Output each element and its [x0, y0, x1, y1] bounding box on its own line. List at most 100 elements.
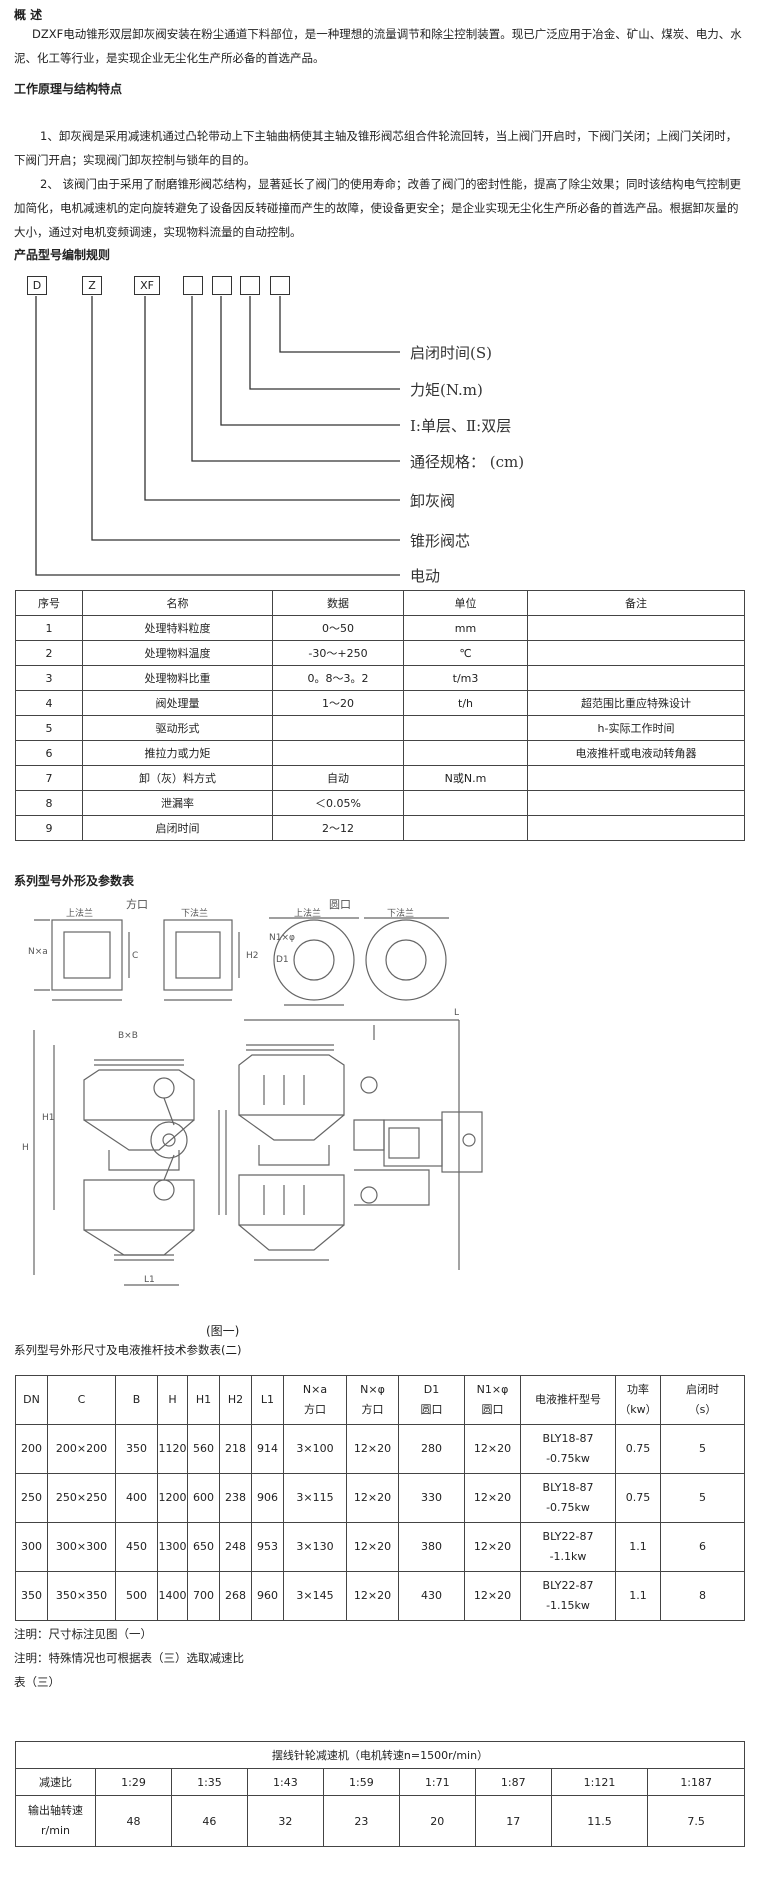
cell-text: -1.1kw — [549, 1550, 587, 1563]
ratio-cell: 1:87 — [474, 1768, 552, 1796]
speed-cell: 20 — [398, 1795, 476, 1847]
code-box-3 — [240, 276, 260, 295]
table-cell: 启闭时间 — [82, 815, 273, 841]
header-cell: 数据 — [272, 590, 404, 616]
table-cell — [272, 715, 404, 741]
table-cell: 1.1 — [615, 1571, 661, 1621]
table-cell: 2 — [15, 640, 83, 666]
table-cell — [403, 790, 528, 816]
table-cell: 12×20 — [464, 1424, 521, 1474]
table-cell: 6 — [15, 740, 83, 766]
speed-cell: 11.5 — [550, 1795, 649, 1847]
table-cell: 600 — [187, 1473, 220, 1523]
table-cell: h-实际工作时间 — [527, 715, 745, 741]
table-cell: 12×20 — [346, 1571, 399, 1621]
table-cell: BLY18-87-0.75kw — [520, 1424, 616, 1474]
cell-text: BLY18-87 — [542, 1481, 594, 1494]
table-cell: 3 — [15, 665, 83, 691]
cell-text: BLY22-87 — [542, 1579, 594, 1592]
table-cell: 8 — [15, 790, 83, 816]
code-label-discharge-valve: 卸灰阀 — [410, 492, 456, 510]
code-label-time: 启闭时间(S) — [410, 344, 492, 362]
code-label-electric: 电动 — [410, 567, 441, 585]
header-text: （s） — [688, 1403, 717, 1416]
table-cell: ＜0.05% — [272, 790, 404, 816]
model-code-heading: 产品型号编制规则 — [14, 248, 111, 262]
header-text: 圆口 — [420, 1403, 443, 1416]
ratio-cell: 1:121 — [550, 1768, 649, 1796]
header-cell: D1 圆口 — [398, 1375, 465, 1425]
table-cell: 电液推杆或电液动转角器 — [527, 740, 745, 766]
table-cell: 3×130 — [283, 1522, 347, 1572]
header-text: 方口 — [304, 1403, 326, 1416]
table-cell: 9 — [15, 815, 83, 841]
header-cell: B — [115, 1375, 158, 1425]
fig-label-l1: L1 — [144, 1275, 155, 1285]
table-cell: t/h — [403, 690, 528, 716]
table-cell — [403, 740, 528, 766]
table-cell — [403, 815, 528, 841]
table-cell: 3×100 — [283, 1424, 347, 1474]
speed-cell: 48 — [95, 1795, 172, 1847]
table-cell: 1 — [15, 615, 83, 641]
code-box-2 — [212, 276, 232, 295]
table-cell: t/m3 — [403, 665, 528, 691]
header-text: D1 — [423, 1383, 440, 1396]
table-cell: 12×20 — [346, 1424, 399, 1474]
code-label-torque: 力矩(N.m) — [410, 381, 483, 399]
header-text: H1 — [195, 1393, 212, 1406]
header-cell: 单位 — [403, 590, 528, 616]
table-cell — [527, 615, 745, 641]
table-cell: 5 — [660, 1424, 745, 1474]
table-cell: 驱动形式 — [82, 715, 273, 741]
header-text: N×a — [302, 1383, 328, 1396]
table-cell: 自动 — [272, 765, 404, 791]
table-cell: 700 — [187, 1571, 220, 1621]
table-cell: 238 — [219, 1473, 252, 1523]
header-cell: N×a 方口 — [283, 1375, 347, 1425]
note-2: 注明：特殊情况也可根据表（三）选取减速比 — [14, 1651, 244, 1665]
table-cell: 1200 — [157, 1473, 188, 1523]
speed-cell: 23 — [322, 1795, 400, 1847]
table-cell — [527, 765, 745, 791]
fig-label-lower-flange-1: 下法兰 — [181, 907, 208, 919]
code-box-d: D — [27, 276, 47, 295]
header-text: 圆口 — [481, 1403, 504, 1416]
header-text: DN — [23, 1393, 40, 1406]
overview-heading: 概 述 — [14, 8, 43, 22]
header-cell: 名称 — [82, 590, 273, 616]
table-cell: N或N.m — [403, 765, 528, 791]
speed-cell: 17 — [474, 1795, 552, 1847]
header-text: （kw） — [619, 1403, 657, 1416]
table-cell: 5 — [15, 715, 83, 741]
ratio-cell: 1:29 — [95, 1768, 172, 1796]
table-cell: 250 — [15, 1473, 48, 1523]
note-3: 表（三） — [14, 1675, 60, 1689]
principle-paragraph-2: 2、 该阀门由于采用了耐磨锥形阀芯结构，显著延长了阀门的使用寿命；改善了阀门的密… — [14, 177, 741, 239]
fig-label-nxa: N×a — [28, 947, 48, 957]
header-text: N×φ — [360, 1383, 385, 1396]
table-cell — [527, 790, 745, 816]
table-cell: 卸（灰）料方式 — [82, 765, 273, 791]
cell-text: BLY22-87 — [542, 1530, 594, 1543]
table-cell: 处理物料温度 — [82, 640, 273, 666]
table2-title: 系列型号外形尺寸及电液推杆技术参数表(二) — [14, 1343, 242, 1357]
code-box-4 — [270, 276, 290, 295]
reducer-table-title: 摆线针轮减速机（电机转速n=1500r/min） — [15, 1741, 745, 1769]
header-text: N1×φ — [476, 1383, 509, 1396]
header-text: B — [132, 1393, 141, 1406]
